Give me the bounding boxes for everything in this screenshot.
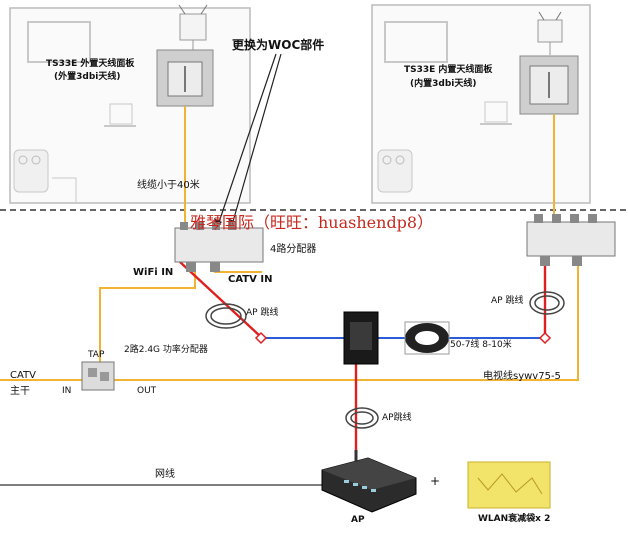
splitter-right bbox=[526, 214, 616, 266]
left-panel-label-line1: TS33E 外置天线面板 bbox=[46, 59, 135, 69]
ap-jumper-right-label: AP 跳线 bbox=[491, 296, 524, 306]
ap-jumper-bottom-label: AP跳线 bbox=[382, 413, 412, 423]
coax-coil bbox=[404, 321, 450, 355]
inline-box bbox=[343, 311, 379, 365]
tap-top-label: TAP bbox=[88, 350, 105, 360]
left-panel-label-line2: (外置3dbi天线) bbox=[54, 72, 121, 82]
antenna-panel-right bbox=[519, 55, 579, 115]
red-jumpers bbox=[179, 258, 547, 450]
cable-limit-label: 线缆小于40米 bbox=[137, 180, 200, 191]
wifi-in-label: WiFi IN bbox=[133, 267, 174, 278]
watermark: 雅琴国际（旺旺：huashendp8） bbox=[190, 213, 434, 232]
ap-device-label: AP bbox=[351, 515, 365, 525]
ap-device bbox=[321, 450, 417, 513]
ap-jumper-left-label: AP 跳线 bbox=[246, 308, 279, 318]
power-divider-label: 2路2.4G 功率分配器 bbox=[124, 345, 208, 355]
catv-in-port-label: IN bbox=[62, 386, 72, 396]
antenna-top-left bbox=[178, 4, 208, 52]
jumper-coil-bottom bbox=[345, 407, 379, 429]
antenna-panel-left bbox=[156, 49, 214, 107]
wlan-attenuation-bag bbox=[467, 461, 551, 509]
coax-coil-label: 50-7线 8-10米 bbox=[450, 340, 512, 350]
splitter-left bbox=[174, 222, 264, 272]
wlan-bag-label: WLAN衰减袋x 2 bbox=[478, 514, 551, 524]
network-line-label: 网线 bbox=[155, 469, 175, 480]
junction-markers bbox=[254, 331, 552, 345]
right-panel-label-line1: TS33E 内置天线面板 bbox=[404, 65, 493, 75]
callout-label: 更换为WOC部件 bbox=[232, 38, 325, 52]
tv-line-label: 电视线sywv75-5 bbox=[483, 371, 561, 382]
antenna-top-right bbox=[537, 11, 563, 55]
catv-out-port-label: OUT bbox=[137, 386, 157, 396]
catv-in-label: CATV IN bbox=[228, 274, 273, 285]
left-room bbox=[9, 7, 251, 204]
power-divider bbox=[81, 361, 115, 391]
right-panel-label-line2: (内置3dbi天线) bbox=[410, 79, 477, 89]
splitter-label: 4路分配器 bbox=[270, 244, 317, 255]
jumper-coil-right bbox=[529, 291, 565, 315]
jumper-coil-left bbox=[205, 303, 247, 329]
catv-trunk-label: 主干 bbox=[10, 386, 30, 397]
plus-sign: + bbox=[430, 474, 441, 488]
catv-label: CATV bbox=[10, 370, 36, 381]
